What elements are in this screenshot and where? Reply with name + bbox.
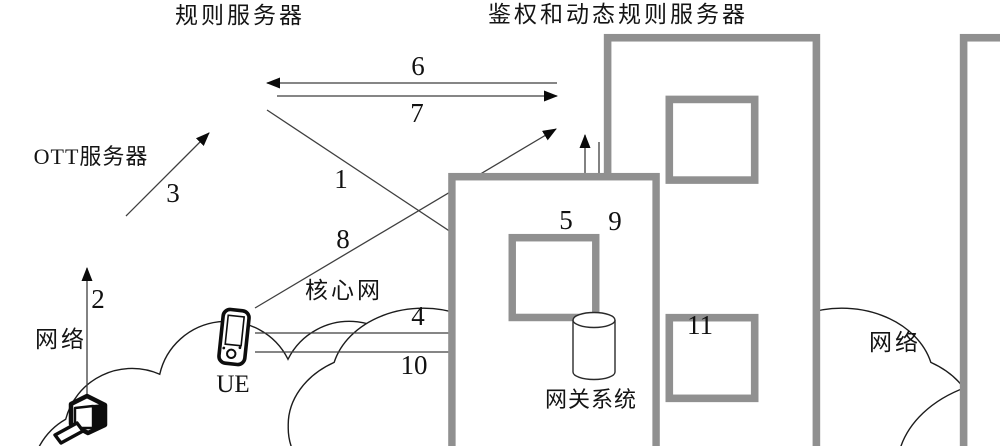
rule-server-label: 规则服务器 (175, 3, 305, 28)
ue-phone-icon (217, 307, 251, 367)
arrow-6-label: 6 (411, 51, 425, 81)
auth-server-label: 鉴权和动态规则服务器 (488, 2, 748, 27)
arrow-7-label: 7 (410, 98, 424, 128)
arrow-9-label: 9 (608, 206, 622, 236)
arrow-11-label: 11 (687, 310, 713, 340)
core-network-label: 核心网 (305, 278, 383, 303)
arrow-10-label: 10 (400, 350, 428, 380)
arrow-4-label: 4 (411, 301, 425, 331)
arrow-1-label: 1 (334, 164, 348, 194)
arrow-3 (125, 132, 210, 217)
auth-server-icon (964, 38, 1000, 446)
arrow-2-label: 2 (91, 284, 105, 314)
right-network-label: 网络 (869, 330, 921, 355)
gateway-cylinder-icon (572, 311, 616, 381)
left-network-label: 网络 (35, 327, 87, 352)
ott-server-label: OTT服务器 (33, 144, 149, 169)
ue-label: UE (216, 371, 250, 398)
gateway-label: 网关系统 (544, 387, 638, 412)
arrow-8 (254, 128, 557, 309)
arrow-5-label: 5 (559, 205, 573, 235)
arrow-3-label: 3 (166, 178, 180, 208)
pc-computer-icon (53, 393, 108, 445)
arrow-8-label: 8 (336, 224, 350, 254)
